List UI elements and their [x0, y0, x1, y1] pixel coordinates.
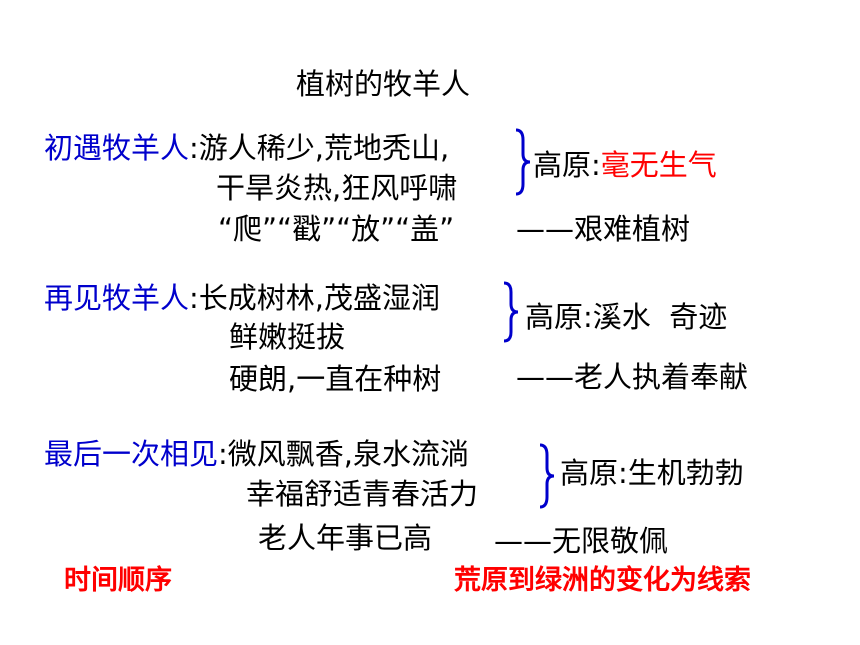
- plateau-summary: 高原:毫无生气: [533, 147, 717, 183]
- section-line-3: 老人年事已高: [258, 521, 433, 555]
- page-title: 植树的牧羊人: [296, 67, 471, 101]
- plateau-value: 溪水 奇迹: [592, 300, 728, 334]
- section-description: :长成树林,茂盛湿润: [189, 281, 441, 315]
- section-label: 再见牧羊人: [44, 281, 190, 315]
- plateau-prefix: 高原:: [533, 148, 601, 182]
- footer-clue-note: 荒原到绿洲的变化为线索: [454, 565, 751, 596]
- section-line-3: “爬”“戳”“放”“盖”: [218, 212, 455, 246]
- section-conclusion: ——老人执着奉献: [516, 360, 749, 394]
- plateau-prefix: 高原:: [560, 456, 628, 490]
- section-label: 初遇牧羊人: [44, 131, 190, 165]
- curly-brace-icon: [515, 128, 531, 196]
- section-line-1: 再见牧羊人:长成树林,茂盛湿润: [44, 280, 440, 316]
- section-description: :游人稀少,荒地秃山,: [189, 131, 450, 165]
- section-line-1: 最后一次相见:微风飘香,泉水流淌: [44, 436, 469, 472]
- plateau-summary: 高原:溪水 奇迹: [525, 299, 727, 335]
- plateau-prefix: 高原:: [525, 300, 593, 334]
- section-line-2: 干旱炎热,狂风呼啸: [216, 171, 458, 205]
- section-label: 最后一次相见: [44, 437, 219, 471]
- section-line-2: 幸福舒适青春活力: [246, 477, 479, 511]
- footer-order-note: 时间顺序: [64, 565, 172, 596]
- section-description: :微风飘香,泉水流淌: [218, 437, 470, 471]
- plateau-value: 生机勃勃: [627, 456, 744, 490]
- curly-brace-icon: [539, 443, 555, 509]
- plateau-summary: 高原:生机勃勃: [560, 455, 744, 491]
- section-conclusion: ——无限敬佩: [494, 524, 669, 558]
- section-conclusion: ——艰难植树: [516, 212, 691, 246]
- plateau-value: 毫无生气: [600, 148, 717, 182]
- section-line-2: 鲜嫩挺拔: [229, 320, 346, 354]
- curly-brace-icon: [503, 281, 519, 343]
- section-line-3: 硬朗,一直在种树: [229, 362, 442, 396]
- section-line-1: 初遇牧羊人:游人稀少,荒地秃山,: [44, 130, 449, 166]
